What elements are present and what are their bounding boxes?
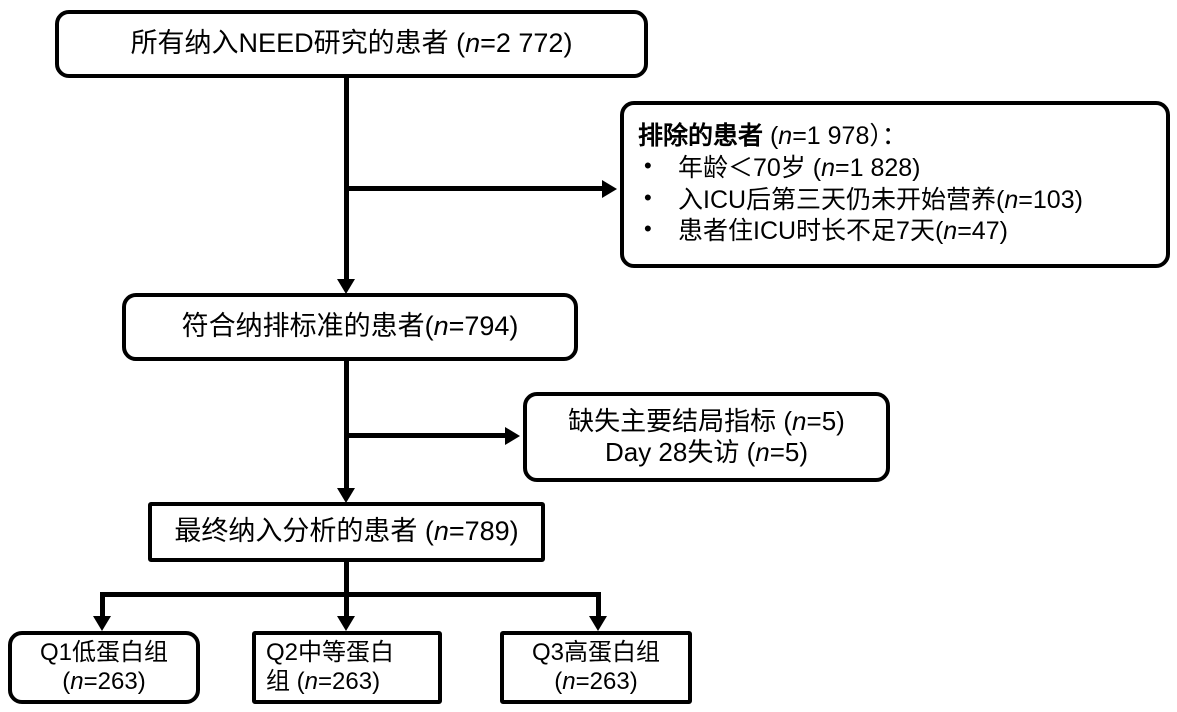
n-italic: n: [562, 667, 576, 695]
n-italic: n: [821, 154, 835, 182]
arrowhead-to-missing: [505, 427, 520, 445]
list-item: 患者住ICU时长不足7天(n=47): [638, 215, 1166, 248]
connector-split-to-q1: [100, 592, 105, 618]
arrowhead-to-excluded: [602, 180, 617, 198]
node-group-q2: Q2中等蛋白 组 (n=263): [252, 631, 442, 704]
node-q2-line1: Q2中等蛋白: [266, 639, 395, 667]
node-q2-line2: 组 (n=263): [266, 667, 381, 695]
n-italic: n: [304, 667, 319, 695]
node-missing-line2: Day 28失访 (n=5): [604, 437, 809, 467]
node-q3-line2: (n=263): [554, 667, 638, 695]
connector-split-bar: [102, 592, 601, 597]
connector-eligible-to-analysed: [344, 361, 349, 489]
connector-enrolled-to-eligible: [344, 78, 349, 281]
n-italic: n: [465, 28, 481, 59]
arrowhead-to-q3: [589, 616, 607, 631]
n-italic: n: [792, 406, 807, 437]
node-excluded-patients: 排除的患者 (n=1 978）： 年龄＜70岁 (n=1 828) 入ICU后第…: [620, 101, 1170, 268]
node-missing-outcome: 缺失主要结局指标 (n=5) Day 28失访 (n=5): [523, 392, 890, 482]
node-enrolled-patients: 所有纳入NEED研究的患者 (n=2 772): [55, 10, 648, 78]
node-q1-line2: (n=263): [62, 667, 146, 695]
node-eligible-text: 符合纳排标准的患者(n=794): [181, 311, 519, 342]
node-eligible-patients: 符合纳排标准的患者(n=794): [122, 293, 578, 361]
node-group-q3: Q3高蛋白组 (n=263): [500, 631, 692, 704]
n-italic: n: [1004, 185, 1019, 214]
arrowhead-to-analysed: [337, 488, 355, 503]
arrowhead-to-q1: [93, 616, 111, 631]
n-italic: n: [778, 121, 793, 150]
connector-split-to-q3: [596, 592, 601, 618]
arrowhead-to-eligible: [337, 279, 355, 294]
connector-to-missing: [344, 433, 505, 438]
n-italic: n: [943, 217, 958, 245]
node-analysed-text: 最终纳入分析的患者 (n=789): [174, 516, 519, 547]
connector-to-excluded: [344, 186, 602, 191]
n-italic: n: [433, 516, 449, 547]
n-italic: n: [70, 667, 84, 695]
list-item: 入ICU后第三天仍未开始营养(n=103): [638, 184, 1166, 217]
n-italic: n: [433, 311, 449, 342]
n-italic: n: [755, 437, 770, 467]
node-enrolled-text: 所有纳入NEED研究的患者 (n=2 772): [130, 28, 573, 59]
node-missing-line1: 缺失主要结局指标 (n=5): [568, 406, 845, 437]
connector-analysed-to-split: [344, 562, 349, 594]
node-q1-line1: Q1低蛋白组: [39, 639, 168, 667]
node-q3-line1: Q3高蛋白组: [531, 639, 660, 667]
node-excluded-heading: 排除的患者 (n=1 978）：: [638, 121, 907, 150]
connector-split-to-q2: [344, 592, 349, 618]
node-analysed-patients: 最终纳入分析的患者 (n=789): [148, 502, 545, 562]
list-item: 年龄＜70岁 (n=1 828): [638, 152, 1166, 185]
node-group-q1: Q1低蛋白组 (n=263): [8, 631, 200, 704]
excluded-reason-list: 年龄＜70岁 (n=1 828) 入ICU后第三天仍未开始营养(n=103) 患…: [638, 152, 1166, 248]
arrowhead-to-q2: [337, 616, 355, 631]
